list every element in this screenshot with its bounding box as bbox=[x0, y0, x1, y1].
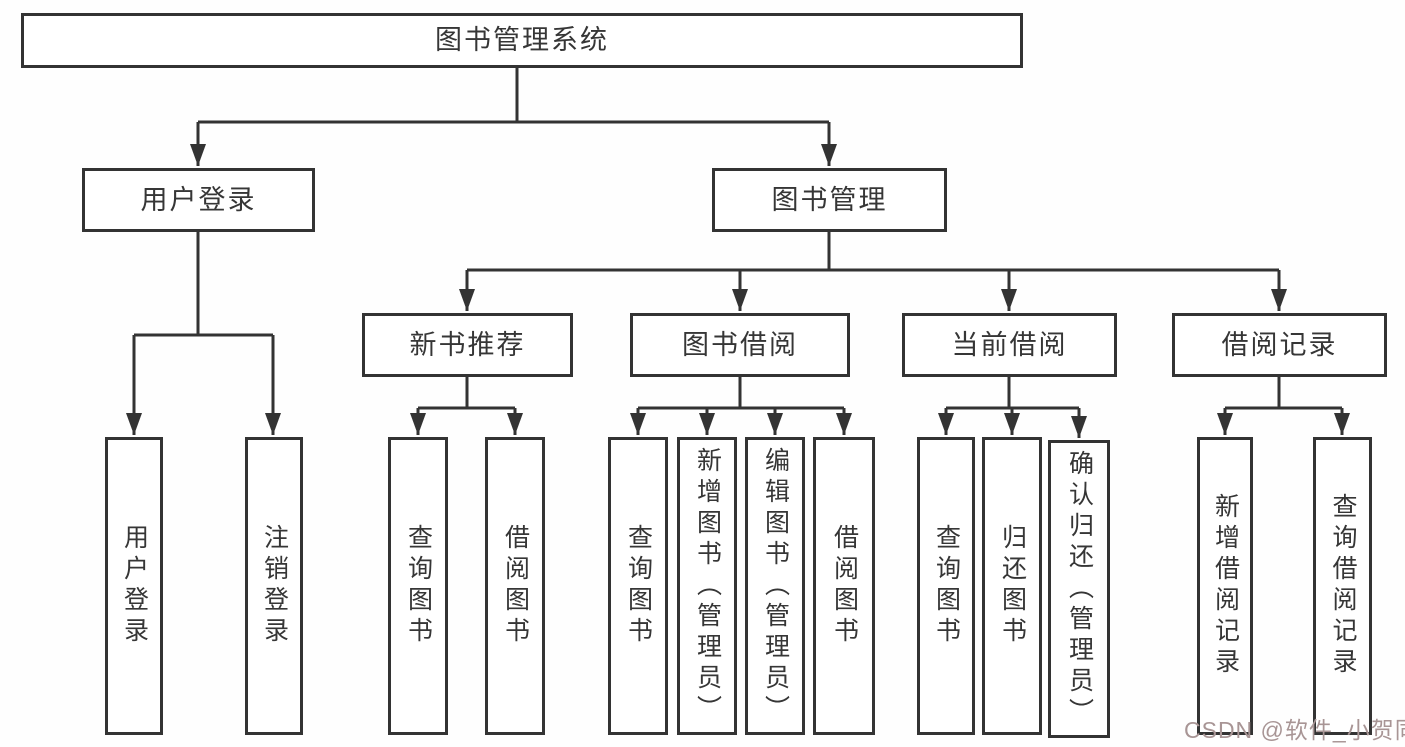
leaf-add-book-admin: 新增图书（管理员） bbox=[677, 437, 737, 735]
leaf-borrow-books: 借阅图书 bbox=[813, 437, 875, 735]
leaf-add-borrow-record: 新增借阅记录 bbox=[1197, 437, 1253, 735]
node-root-library-system: 图书管理系统 bbox=[21, 13, 1023, 68]
leaf-query-books-borrow: 查询图书 bbox=[608, 437, 668, 735]
node-book-borrow: 图书借阅 bbox=[630, 313, 850, 377]
leaf-user-login: 用户登录 bbox=[105, 437, 163, 735]
csdn-watermark: CSDN @软件_小贺同学 bbox=[1184, 717, 1405, 743]
leaf-return-books: 归还图书 bbox=[982, 437, 1042, 735]
leaf-borrow-books-recommend: 借阅图书 bbox=[485, 437, 545, 735]
leaf-logout: 注销登录 bbox=[245, 437, 303, 735]
leaf-query-books-recommend: 查询图书 bbox=[388, 437, 448, 735]
node-current-borrow: 当前借阅 bbox=[902, 313, 1117, 377]
node-borrow-records: 借阅记录 bbox=[1172, 313, 1387, 377]
node-user-login: 用户登录 bbox=[82, 168, 315, 232]
node-book-management: 图书管理 bbox=[712, 168, 947, 232]
leaf-confirm-return-admin: 确认归还（管理员） bbox=[1048, 440, 1110, 738]
leaf-edit-book-admin: 编辑图书（管理员） bbox=[745, 437, 805, 735]
leaf-query-books-current: 查询图书 bbox=[917, 437, 975, 735]
node-new-book-recommend: 新书推荐 bbox=[362, 313, 573, 377]
leaf-query-borrow-record: 查询借阅记录 bbox=[1313, 437, 1372, 735]
